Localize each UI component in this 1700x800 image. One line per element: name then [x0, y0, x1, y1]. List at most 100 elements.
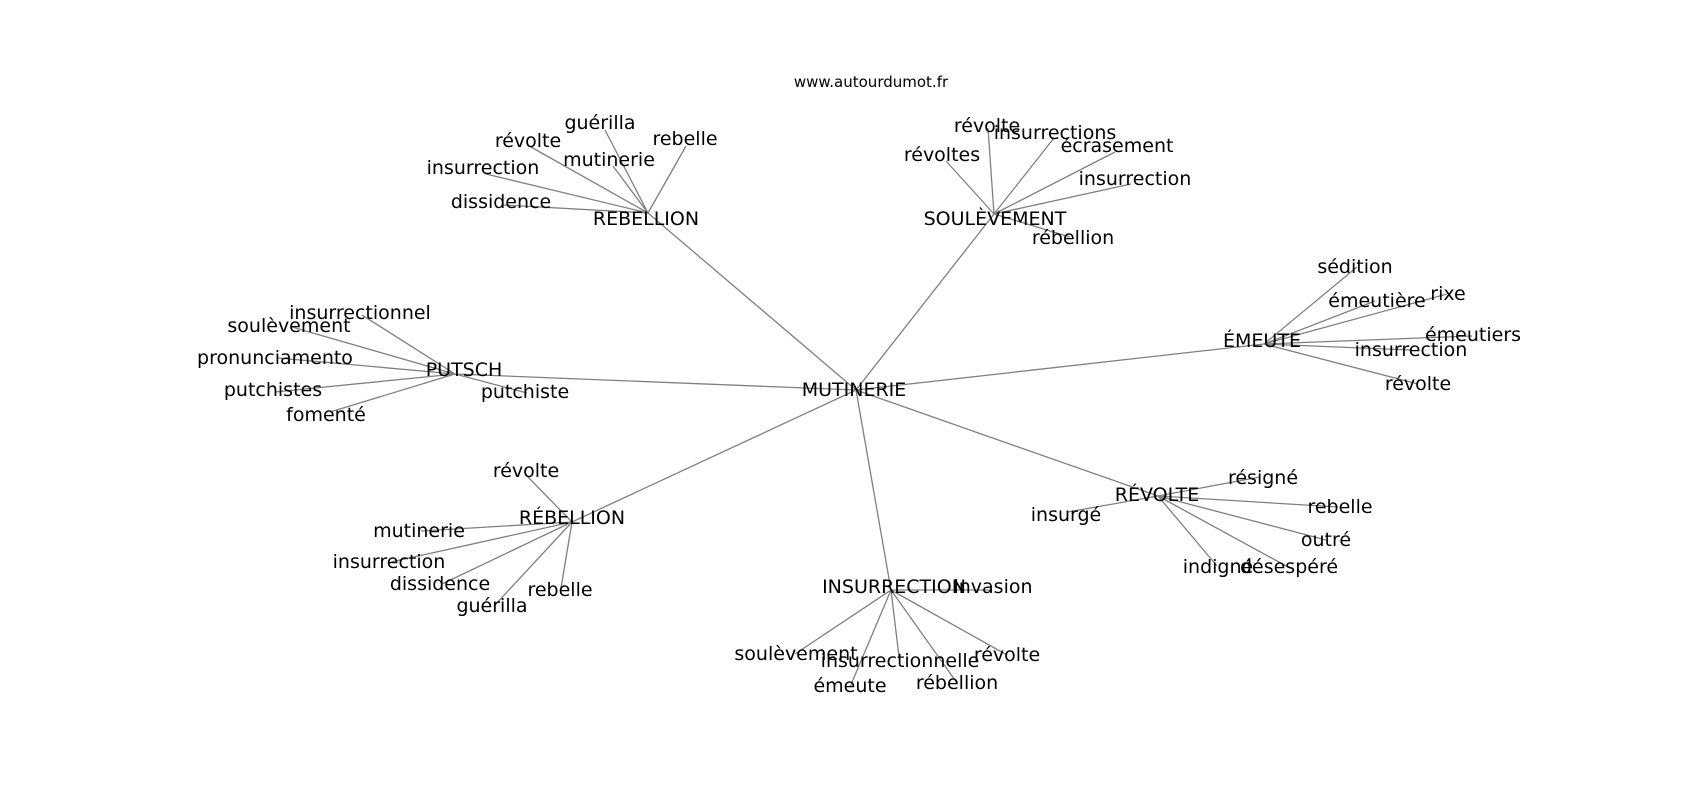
leaf-word[interactable]: insurrection — [1079, 168, 1192, 190]
hub-leaf-edge — [1157, 495, 1289, 568]
leaf-word[interactable]: résigné — [1228, 467, 1298, 489]
leaf-word[interactable]: insurrectionnelle — [821, 650, 980, 672]
hub-leaf-edge — [849, 589, 892, 688]
hub-leaf-edge — [993, 137, 1055, 215]
leaf-word[interactable]: émeute — [813, 675, 886, 697]
hub-leaf-edge — [890, 589, 1008, 656]
leaf-word[interactable]: outré — [1301, 529, 1351, 551]
leaf-word[interactable]: mutinerie — [373, 520, 465, 542]
leaf-word[interactable]: rebelle — [527, 579, 592, 601]
hub-leaf-edge — [1263, 293, 1448, 345]
leaf-word[interactable]: rebelle — [652, 128, 717, 150]
center-hub-edge — [571, 389, 857, 523]
hub-leaf-edge — [361, 314, 456, 375]
leaf-word[interactable]: pronunciamento — [197, 347, 353, 369]
hub-leaf-edge — [612, 165, 649, 214]
hub-leaf-edge — [1157, 495, 1339, 508]
hub-group-emeute: ÉMEUTE sédition émeutière rixe émeutiers… — [1223, 256, 1521, 395]
hub-leaf-edge — [1157, 495, 1218, 567]
hub-group-putsch: PUTSCH insurrectionnel soulèvement pronu… — [197, 302, 569, 426]
leaf-word[interactable]: mutinerie — [563, 149, 655, 171]
hub-word[interactable]: ÉMEUTE — [1223, 329, 1301, 352]
hub-word[interactable]: REBELLION — [593, 208, 699, 230]
leaf-word[interactable]: insurrection — [333, 551, 446, 573]
leaf-word[interactable]: guérilla — [456, 595, 527, 617]
hub-leaf-edge — [987, 127, 995, 215]
leaf-word[interactable]: insurrections — [994, 122, 1117, 144]
leaf-word[interactable]: insurrectionnel — [289, 302, 431, 324]
leaf-word[interactable]: dissidence — [451, 191, 551, 213]
hub-leaf-edge — [1263, 266, 1358, 345]
hub-group-rebellion-accent: RÉBELLION révolte mutinerie insurrection… — [333, 460, 625, 617]
leaf-word[interactable]: dissidence — [390, 573, 490, 595]
center-word[interactable]: MUTINERIE — [802, 379, 907, 401]
hub-leaf-edge — [1263, 300, 1376, 345]
hub-leaf-edge — [1263, 343, 1412, 351]
hub-leaf-edge — [993, 213, 1071, 238]
hub-leaf-edge — [890, 589, 958, 684]
leaf-word[interactable]: insurgé — [1031, 504, 1102, 526]
hub-leaf-edge — [945, 160, 995, 215]
hub-group-soulevement: SOULÈVEMENT révolte insurrections révolt… — [904, 115, 1191, 249]
hub-leaf-edge — [1157, 495, 1327, 541]
leaf-word[interactable]: révolte — [493, 460, 559, 482]
center-hub-edge — [855, 389, 1159, 497]
hub-leaf-edge — [441, 521, 573, 585]
leaf-word[interactable]: émeutiers — [1425, 324, 1521, 346]
hub-leaf-edge — [277, 357, 456, 375]
hub-leaf-edge — [993, 183, 1132, 215]
leaf-word[interactable]: soulèvement — [227, 315, 350, 337]
leaf-word[interactable]: putchiste — [481, 381, 569, 403]
hub-word[interactable]: PUTSCH — [426, 359, 503, 381]
hub-leaf-edge — [502, 204, 649, 214]
leaf-word[interactable]: révolte — [1385, 373, 1451, 395]
hub-word[interactable]: RÉVOLTE — [1115, 483, 1199, 506]
center-hub-edge — [855, 389, 892, 591]
hub-leaf-edge — [329, 373, 456, 413]
leaf-word[interactable]: émeutière — [1328, 290, 1425, 312]
hub-leaf-edge — [525, 474, 573, 523]
leaf-word[interactable]: révoltes — [904, 144, 980, 166]
hub-leaf-edge — [454, 373, 528, 394]
leaf-word[interactable]: révolte — [954, 115, 1020, 137]
leaf-word[interactable]: insurrection — [1355, 339, 1468, 361]
center-hub-edge — [855, 343, 1265, 391]
center-hub-edge — [454, 373, 857, 391]
leaf-word[interactable]: désespéré — [1240, 556, 1338, 578]
hub-leaf-edge — [274, 373, 456, 393]
leaf-word[interactable]: sédition — [1317, 256, 1392, 278]
hub-leaf-edge — [420, 521, 573, 532]
leaf-word[interactable]: putchistes — [224, 379, 322, 401]
hub-leaf-edge — [560, 521, 573, 589]
hub-word[interactable]: SOULÈVEMENT — [924, 207, 1067, 230]
hub-leaf-edge — [493, 521, 573, 607]
leaf-word[interactable]: rixe — [1430, 283, 1465, 305]
leaf-word[interactable]: révolte — [974, 644, 1040, 666]
leaf-word[interactable]: écrasement — [1061, 135, 1174, 157]
hub-word[interactable]: RÉBELLION — [519, 506, 625, 529]
hub-leaf-edge — [1263, 343, 1419, 385]
graph-edges — [274, 127, 1473, 688]
hub-leaf-edge — [890, 589, 901, 666]
leaf-word[interactable]: guérilla — [564, 112, 635, 134]
leaf-word[interactable]: rébellion — [1032, 227, 1114, 249]
hub-leaf-edge — [291, 326, 456, 375]
leaf-word[interactable]: indigné — [1183, 556, 1253, 578]
hub-group-rebellion: REBELLION guérilla rebelle révolte mutin… — [427, 112, 718, 230]
hub-group-insurrection: INSURRECTION invasion soulèvement insurr… — [734, 576, 1040, 697]
leaf-word[interactable]: insurrection — [427, 157, 540, 179]
leaf-word[interactable]: invasion — [953, 576, 1032, 598]
hub-leaf-edge — [1263, 335, 1473, 345]
leaf-word[interactable]: rébellion — [916, 672, 998, 694]
leaf-word[interactable]: fomenté — [286, 404, 366, 426]
hub-group-revolte: RÉVOLTE résigné insurgé rebelle outré in… — [1031, 467, 1373, 578]
center-hub-edge — [855, 213, 995, 391]
hub-word[interactable]: INSURRECTION — [822, 576, 966, 598]
leaf-word[interactable]: soulèvement — [734, 643, 857, 665]
leaf-word[interactable]: rebelle — [1307, 496, 1372, 518]
leaf-word[interactable]: révolte — [495, 130, 561, 152]
hub-leaf-edge — [604, 129, 649, 214]
hub-leaf-edge — [485, 173, 649, 214]
hub-leaf-edge — [647, 145, 687, 214]
